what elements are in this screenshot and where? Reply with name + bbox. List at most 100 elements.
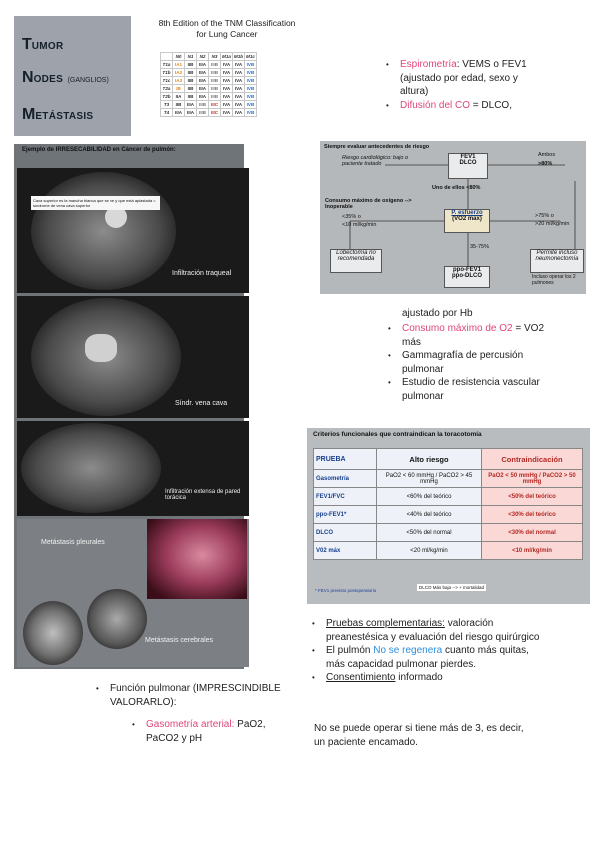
tnm-cell: IVA — [220, 60, 233, 69]
flow-risk: Riesgo cardiológico: bajo o paciente tra… — [342, 155, 409, 167]
scan-label: Infiltración extensa de pared torácica — [165, 489, 241, 501]
tnm-cell: IVB — [244, 100, 257, 109]
tnm-cell: IIB — [184, 84, 197, 93]
tnm-cell: IIIA — [184, 108, 197, 117]
flow-ambos: Ambos — [538, 152, 556, 158]
criteria-dlco-note: DLCO Más baja --> + mortalidad — [417, 584, 487, 591]
criteria-header: PRUEBA — [313, 448, 377, 470]
tnm-cell: T2b — [160, 92, 173, 101]
tnm-cell: IVA — [232, 92, 245, 101]
tnm-cell: IB — [172, 84, 185, 93]
list-item: Difusión del CO = DLCO, — [386, 99, 536, 113]
functional-evaluation-flowchart: Siempre evaluar antecedentes de riesgo R… — [320, 141, 586, 294]
right-list-top: Espirometría: VEMS o FEV1 (ajustado por … — [386, 58, 536, 112]
flow-arrows — [349, 164, 576, 266]
list-item: Espirometría: VEMS o FEV1 (ajustado por … — [386, 58, 536, 99]
tnm-cell: IVB — [244, 60, 257, 69]
tnm-cell: IIB — [184, 92, 197, 101]
table-row: ppo-FEV1*<40% del teórico<30% del teóric… — [313, 505, 583, 524]
list-item: Pruebas complementarias: valoración prea… — [312, 617, 542, 644]
tnm-cell: IIB — [172, 100, 185, 109]
tnm-cell: IVA — [232, 76, 245, 85]
tnm-cell: T2a — [160, 84, 173, 93]
flow-header: Siempre evaluar antecedentes de riesgo — [324, 144, 430, 150]
tnm-header-cell: N1 — [184, 52, 197, 61]
tnm-cell: IVA — [220, 84, 233, 93]
scan-label: Metástasis cerebrales — [145, 637, 214, 644]
tnm-header-cell: M1a — [220, 52, 233, 61]
flow-esfuerzo-box: P. esfuerzo(VO2 max) — [444, 209, 490, 233]
criteria-title: Criterios funcionales que contraindican … — [313, 431, 482, 438]
scan-label: Metástasis pleurales — [41, 539, 105, 546]
flow-lt10: <10 ml/kg/min — [342, 222, 377, 228]
tnm-cell: IIA — [172, 92, 185, 101]
tnm-cell: IVA — [232, 60, 245, 69]
right-list-bottom: Pruebas complementarias: valoración prea… — [312, 617, 542, 685]
tnm-cell: IVB — [244, 84, 257, 93]
tnm-table-title: 8th Edition of the TNM Classification fo… — [158, 18, 296, 39]
tnm-cell: IVA — [220, 108, 233, 117]
tnm-cell: IIIA — [196, 76, 209, 85]
flow-gt20: >20 ml/kg/min — [535, 221, 570, 227]
tumor-label: TUMOR — [22, 36, 64, 53]
functional-criteria-panel: Criterios funcionales que contraindican … — [307, 428, 590, 604]
tnm-cell: IVA — [232, 108, 245, 117]
scan-note: Cava superior es la mancha blanca que se… — [31, 196, 160, 210]
tnm-cell: T1b — [160, 68, 173, 77]
tnm-cell: IIIB — [208, 68, 221, 77]
tnm-header-cell: M1c — [244, 52, 257, 61]
tnm-header-cell: M1b — [232, 52, 245, 61]
list-item: Estudio de resistencia vascular pulmonar — [388, 376, 548, 403]
tnm-cell: IIIB — [196, 100, 209, 109]
flow-range: 35-75% — [470, 244, 489, 250]
brain-mri-image — [23, 601, 83, 665]
tnm-title-block: TUMOR NODES (GANGLIOS) METÁSTASIS — [14, 16, 131, 136]
flow-lt35: <35% o — [342, 214, 361, 220]
criteria-header: Alto riesgo — [376, 448, 482, 470]
criteria-header: Contraindicación — [481, 448, 583, 470]
list-item: Gammagrafía de percusión pulmonar — [388, 349, 548, 376]
tnm-cell: IIIA — [196, 92, 209, 101]
tnm-cell: T1c — [160, 76, 173, 85]
nodes-label: NODES (GANGLIOS) — [22, 69, 109, 86]
tnm-cell: IIIA — [172, 108, 185, 117]
tnm-cell: T3 — [160, 100, 173, 109]
list-item: Consumo máximo de O2 = VO2 más — [388, 322, 548, 349]
list-item: Función pulmonar (IMPRESCINDIBLE VALORAR… — [96, 682, 286, 709]
scan-label: Infiltración traqueal — [172, 270, 232, 277]
ct-scan-trachea: Cava superior es la mancha blanca que se… — [17, 168, 249, 293]
scan-label: Síndr. vena cava — [175, 400, 228, 407]
ajustado-text: ajustado por Hb — [402, 308, 473, 319]
tnm-cell: IVB — [244, 68, 257, 77]
tnm-cell: IA2 — [172, 68, 185, 77]
brain-mri-image — [87, 589, 147, 649]
tnm-cell: IA3 — [172, 76, 185, 85]
bottom-note: No se puede operar si tiene más de 3, es… — [314, 723, 524, 748]
list-item: Gasometría arterial: PaO2, PaCO2 y pH — [132, 718, 292, 745]
tnm-header-cell: N0 — [172, 52, 185, 61]
tnm-cell: IIB — [184, 68, 197, 77]
tnm-cell: IIIB — [208, 92, 221, 101]
tnm-cell: IIB — [184, 60, 197, 69]
ct-scan-vena-cava: Síndr. vena cava — [17, 296, 249, 418]
flow-gt75: >75% o — [535, 213, 554, 219]
tnm-cell: IVB — [244, 92, 257, 101]
tnm-cell: IVA — [220, 100, 233, 109]
list-item: El pulmón No se regenera cuanto más quit… — [312, 644, 542, 671]
tnm-cell: IIIC — [208, 108, 221, 117]
flow-consumo: Consumo máximo de oxígeno --> Inoperable — [325, 198, 412, 210]
tnm-header-cell: N3 — [208, 52, 221, 61]
tnm-cell: T4 — [160, 108, 173, 117]
tnm-cell: IIIB — [208, 60, 221, 69]
